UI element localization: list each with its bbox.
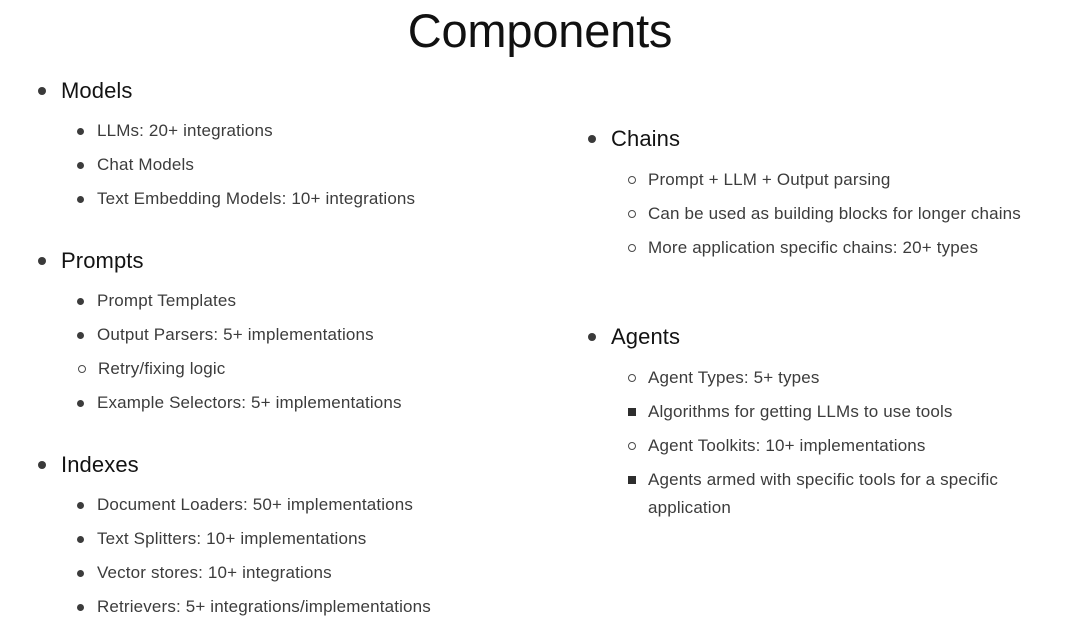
list-item-label: Agent Types: 5+ types [648, 368, 820, 387]
list-item: Agent Types: 5+ types [620, 364, 1080, 392]
filled-square-bullet-icon [620, 398, 648, 426]
list-item: Can be used as building blocks for longe… [620, 200, 1080, 228]
filled-disc-bullet-icon [69, 594, 97, 620]
section-heading-label: Chains [611, 126, 681, 151]
filled-disc-bullet-icon [69, 560, 97, 586]
list-item: Vector stores: 10+ integrations [69, 560, 530, 586]
filled-disc-bullet-icon [69, 118, 97, 144]
filled-disc-bullet-icon [69, 390, 97, 416]
filled-disc-bullet-icon [69, 526, 97, 552]
list-item: Algorithms for getting LLMs to use tools [620, 398, 1080, 426]
list-item-label: Retry/fixing logic [98, 359, 226, 378]
list-item: Output Parsers: 5+ implementations [69, 322, 530, 348]
list-item-label: Text Embedding Models: 10+ integrations [97, 189, 416, 208]
section-heading-row: Indexes [30, 450, 530, 480]
list-item-label: Document Loaders: 50+ implementations [97, 495, 413, 514]
list-item-label: Example Selectors: 5+ implementations [97, 393, 402, 412]
section-heading-row: Chains [580, 124, 1080, 154]
section-heading-row: Models [30, 76, 530, 106]
hollow-circle-bullet-icon [620, 166, 648, 194]
filled-disc-bullet-icon [69, 186, 97, 212]
list-item: Chat Models [69, 152, 530, 178]
section-heading-label: Agents [611, 324, 681, 349]
section-heading-row: Prompts [30, 246, 530, 276]
list-item-label: Prompt + LLM + Output parsing [648, 170, 891, 189]
section-heading-label: Indexes [61, 452, 139, 477]
list-item-label: Text Splitters: 10+ implementations [97, 529, 367, 548]
filled-disc-bullet-icon [580, 322, 611, 352]
list-item: Agent Toolkits: 10+ implementations [620, 432, 1080, 460]
hollow-circle-bullet-icon [620, 432, 648, 460]
section-heading-row: Agents [580, 322, 1080, 352]
list-item: Prompt Templates [69, 288, 530, 314]
filled-disc-bullet-icon [30, 246, 61, 276]
page-title: Components [407, 4, 673, 57]
list-item: Example Selectors: 5+ implementations [69, 390, 530, 416]
list-item: Document Loaders: 50+ implementations [69, 492, 530, 518]
list-item-label: LLMs: 20+ integrations [97, 121, 273, 140]
filled-disc-bullet-icon [69, 322, 97, 348]
list-item: Prompt + LLM + Output parsing [620, 166, 1080, 194]
list-item-label: More application specific chains: 20+ ty… [648, 238, 979, 257]
filled-disc-bullet-icon [30, 76, 61, 106]
filled-square-bullet-icon [620, 466, 648, 494]
hollow-circle-bullet-icon [620, 200, 648, 228]
list-item: Retrievers: 5+ integrations/implementati… [69, 594, 530, 620]
list-item: Text Splitters: 10+ implementations [69, 526, 530, 552]
list-item-label: Retrievers: 5+ integrations/implementati… [97, 597, 431, 616]
filled-disc-bullet-icon [30, 450, 61, 480]
list-item-label: Agents armed with specific tools for a s… [648, 470, 999, 517]
hollow-circle-bullet-icon [620, 234, 648, 262]
list-item-label: Algorithms for getting LLMs to use tools [648, 402, 953, 421]
list-item-label: Vector stores: 10+ integrations [97, 563, 332, 582]
list-item: Agents armed with specific tools for a s… [620, 466, 1080, 522]
list-item: LLMs: 20+ integrations [69, 118, 530, 144]
list-item: Retry/fixing logic [70, 356, 530, 382]
list-item-label: Can be used as building blocks for longe… [648, 204, 1021, 223]
filled-disc-bullet-icon [69, 492, 97, 518]
filled-disc-bullet-icon [69, 288, 97, 314]
list-item-label: Agent Toolkits: 10+ implementations [648, 436, 926, 455]
section-heading-label: Models [61, 78, 133, 103]
list-item: Text Embedding Models: 10+ integrations [69, 186, 530, 212]
section-heading-label: Prompts [61, 248, 144, 273]
hollow-circle-bullet-icon [620, 364, 648, 392]
filled-disc-bullet-icon [69, 152, 97, 178]
list-item-label: Output Parsers: 5+ implementations [97, 325, 374, 344]
filled-disc-bullet-icon [580, 124, 611, 154]
list-item-label: Chat Models [97, 155, 195, 174]
hollow-circle-bullet-icon [70, 356, 98, 382]
list-item-label: Prompt Templates [97, 291, 237, 310]
list-item: More application specific chains: 20+ ty… [620, 234, 1080, 262]
